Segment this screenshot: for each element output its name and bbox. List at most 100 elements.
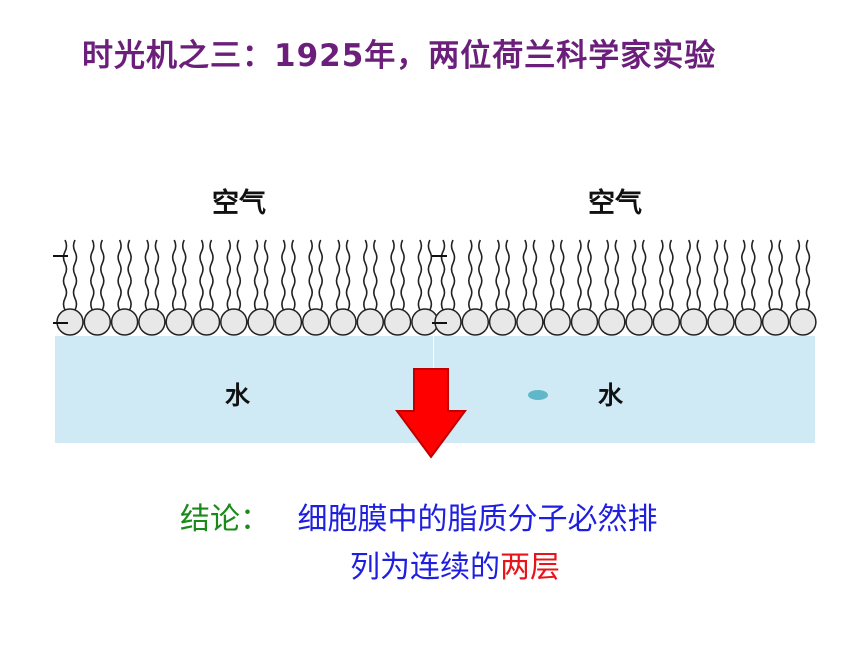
lipid-head-right-3 bbox=[516, 308, 544, 336]
lipid-tail-right-4-0 bbox=[549, 239, 555, 311]
lipid-tail-right-6-1 bbox=[614, 239, 620, 311]
lipid-head-left-7 bbox=[247, 308, 275, 336]
conclusion-text-1: 细胞膜中的脂质分子必然排 bbox=[297, 502, 658, 537]
lipid-head-left-6 bbox=[220, 308, 248, 336]
lipid-tail-right-2-0 bbox=[495, 239, 500, 311]
lipid-tail-left-11-0 bbox=[363, 239, 368, 311]
lipid-tail-left-0-0 bbox=[62, 239, 68, 311]
lipid-tail-right-11-1 bbox=[751, 239, 756, 311]
water-label-left: 水 bbox=[225, 381, 251, 410]
lipid-head-right-2 bbox=[488, 308, 517, 336]
lipid-head-right-9 bbox=[679, 308, 708, 336]
lipid-tail-left-8-1 bbox=[291, 239, 296, 311]
lipid-tail-right-5-0 bbox=[577, 239, 582, 311]
lipid-tail-left-3-0 bbox=[144, 239, 150, 311]
lipid-head-left-4 bbox=[165, 308, 193, 336]
air-label-left: 空气 bbox=[212, 188, 266, 219]
conclusion-line-2: 列为连续的两层 bbox=[350, 542, 560, 586]
lipid-head-right-7 bbox=[625, 308, 653, 336]
lipid-head-right-1 bbox=[461, 308, 490, 336]
lipid-head-right-6 bbox=[598, 308, 626, 336]
lipid-head-left-5 bbox=[192, 308, 221, 336]
lipid-tail-right-2-1 bbox=[505, 239, 510, 311]
lipid-tail-left-10-1 bbox=[345, 239, 351, 311]
lipid-head-right-11 bbox=[734, 308, 763, 336]
down-arrow-icon bbox=[395, 368, 467, 459]
lipid-tail-right-0-1 bbox=[450, 239, 456, 311]
lipid-tail-left-2-1 bbox=[127, 239, 132, 311]
lipid-tail-left-4-0 bbox=[171, 239, 177, 311]
page-title: 时光机之三：1925年，两位荷兰科学家实验 bbox=[82, 38, 717, 74]
lipid-tail-right-7-1 bbox=[641, 239, 647, 311]
lipid-tail-right-3-1 bbox=[532, 239, 538, 311]
lipid-tail-left-13-0 bbox=[417, 239, 423, 311]
lipid-tail-right-1-0 bbox=[468, 239, 473, 311]
conclusion-line-1: 结论： 细胞膜中的脂质分子必然排 bbox=[180, 494, 658, 538]
lipid-tail-right-8-0 bbox=[659, 239, 664, 311]
lipid-tail-right-13-0 bbox=[795, 239, 801, 311]
lipid-tail-left-10-0 bbox=[335, 239, 341, 311]
lipid-tail-left-6-1 bbox=[236, 239, 242, 311]
lipid-heads-left bbox=[56, 308, 439, 336]
lipid-tail-left-7-0 bbox=[253, 239, 259, 311]
lipid-tail-right-12-0 bbox=[768, 239, 773, 311]
lipid-tail-right-9-1 bbox=[696, 239, 701, 311]
air-label-right: 空气 bbox=[588, 188, 642, 219]
lipid-tail-right-5-1 bbox=[587, 239, 592, 311]
lipid-head-left-12 bbox=[383, 308, 412, 336]
lipid-tail-right-13-1 bbox=[805, 239, 811, 311]
lipid-head-right-13 bbox=[789, 308, 817, 336]
conclusion-text-2: 列为连续的 bbox=[350, 550, 500, 585]
lipid-tail-left-13-1 bbox=[427, 239, 433, 311]
lipid-tail-right-10-1 bbox=[723, 239, 729, 311]
monolayer-diagram bbox=[53, 239, 817, 443]
lipid-head-left-9 bbox=[301, 308, 330, 336]
lipid-tail-left-5-1 bbox=[209, 239, 214, 311]
lipid-tail-right-10-0 bbox=[713, 239, 719, 311]
lipid-tail-right-8-1 bbox=[669, 239, 674, 311]
lipid-tail-left-7-1 bbox=[263, 239, 269, 311]
lipid-tail-right-11-0 bbox=[741, 239, 746, 311]
lipid-head-right-5 bbox=[570, 308, 599, 336]
lipid-tail-right-0-0 bbox=[440, 239, 446, 311]
lipid-tail-right-4-1 bbox=[559, 239, 565, 311]
lipid-tail-right-9-0 bbox=[686, 239, 691, 311]
lipid-tail-left-0-1 bbox=[72, 239, 78, 311]
lipid-head-left-1 bbox=[83, 308, 112, 336]
lipid-head-left-3 bbox=[138, 308, 166, 336]
conclusion-highlight: 两层 bbox=[500, 550, 560, 585]
lipid-tail-right-7-0 bbox=[631, 239, 637, 311]
lipid-tail-right-6-0 bbox=[604, 239, 610, 311]
lipid-head-right-10 bbox=[707, 308, 735, 336]
lipid-tail-left-4-1 bbox=[181, 239, 187, 311]
lipid-tail-left-12-1 bbox=[400, 239, 405, 311]
lipid-tail-left-8-0 bbox=[281, 239, 286, 311]
lipid-head-left-2 bbox=[110, 308, 139, 336]
lipid-tails-right bbox=[440, 239, 811, 311]
lipid-heads-right bbox=[434, 308, 817, 336]
lipid-tail-left-1-0 bbox=[90, 239, 95, 311]
lipid-head-right-12 bbox=[761, 308, 790, 336]
lipid-tail-left-9-0 bbox=[308, 239, 313, 311]
lipid-tail-left-1-1 bbox=[100, 239, 105, 311]
lipid-tail-left-9-1 bbox=[318, 239, 323, 311]
lipid-head-left-10 bbox=[329, 308, 357, 336]
water-region-left bbox=[55, 336, 433, 443]
lipid-tail-right-3-0 bbox=[522, 239, 528, 311]
lipid-tail-left-11-1 bbox=[373, 239, 378, 311]
lipid-tails-left bbox=[62, 239, 433, 311]
lipid-head-left-8 bbox=[274, 308, 303, 336]
water-region-right bbox=[434, 336, 815, 443]
lipid-head-right-4 bbox=[543, 308, 571, 336]
small-dot bbox=[528, 390, 548, 400]
lipid-tail-right-12-1 bbox=[778, 239, 783, 311]
lipid-tail-left-12-0 bbox=[390, 239, 395, 311]
lipid-tail-left-2-0 bbox=[117, 239, 122, 311]
lipid-head-left-11 bbox=[356, 308, 385, 336]
lipid-tail-left-3-1 bbox=[154, 239, 160, 311]
water-label-right: 水 bbox=[598, 381, 624, 410]
lipid-tail-left-6-0 bbox=[226, 239, 232, 311]
conclusion-label: 结论： bbox=[180, 502, 270, 537]
lipid-tail-left-5-0 bbox=[199, 239, 204, 311]
lipid-tail-right-1-1 bbox=[478, 239, 483, 311]
